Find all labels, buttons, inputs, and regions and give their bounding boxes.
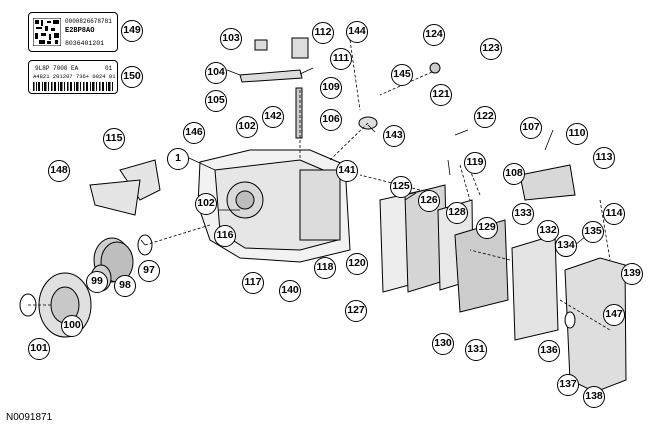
callout-102-b: 102 (236, 116, 258, 138)
shift-rod (295, 87, 303, 139)
callout-134: 134 (555, 235, 577, 257)
callout-135: 135 (582, 221, 604, 243)
callout-129: 129 (476, 217, 498, 239)
callout-146: 146 (183, 122, 205, 144)
callout-116: 116 (214, 225, 236, 247)
callout-149: 149 (121, 20, 143, 42)
callout-132: 132 (537, 220, 559, 242)
callout-141: 141 (336, 160, 358, 182)
label-149-line3: 8036401201 (65, 40, 105, 47)
label-150-line3: A4821 201207 736+ 0024 01 (33, 73, 116, 80)
callout-118: 118 (314, 257, 336, 279)
callout-101: 101 (28, 338, 50, 360)
callout-99: 99 (86, 271, 108, 293)
label-149-line2: E2BP8AO (65, 27, 95, 35)
callout-120: 120 (346, 253, 368, 275)
bracket-148 (89, 179, 141, 216)
callout-142: 142 (262, 106, 284, 128)
label-150: 9L8P 7000 EA 01 A4821 201207 736+ 0024 0… (28, 60, 118, 94)
cover-seal (564, 311, 576, 329)
callout-130: 130 (432, 333, 454, 355)
callout-127: 127 (345, 300, 367, 322)
cooler-line-assembly (519, 164, 576, 201)
callout-138: 138 (583, 386, 605, 408)
callout-140: 140 (279, 280, 301, 302)
callout-105: 105 (205, 90, 227, 112)
callout-100: 100 (61, 315, 83, 337)
callout-98: 98 (114, 275, 136, 297)
callout-131: 131 (465, 339, 487, 361)
callout-114: 114 (603, 203, 625, 225)
callout-119: 119 (464, 152, 486, 174)
callout-108: 108 (503, 163, 525, 185)
barcode-2d (33, 18, 61, 46)
callout-97: 97 (138, 260, 160, 282)
callout-147: 147 (603, 304, 625, 326)
tcm-module (511, 234, 559, 341)
callout-106: 106 (320, 109, 342, 131)
barcode-1d (33, 82, 113, 91)
label-149: 0000826678781 E2BP8AO 8036401201 (28, 12, 118, 52)
callout-143: 143 (383, 125, 405, 147)
callout-115: 115 (103, 128, 125, 150)
callout-124: 124 (423, 24, 445, 46)
shift-lever (239, 69, 303, 83)
callout-109: 109 (320, 77, 342, 99)
label-150-line1: 9L8P 7000 EA (35, 65, 79, 72)
callout-111: 111 (330, 48, 352, 70)
callout-103: 103 (220, 28, 242, 50)
callout-128: 128 (446, 202, 468, 224)
callout-110: 110 (566, 123, 588, 145)
callout-102-a: 102 (195, 193, 217, 215)
callout-150: 150 (121, 66, 143, 88)
callout-121: 121 (430, 84, 452, 106)
callout-136: 136 (538, 340, 560, 362)
callout-137: 137 (557, 374, 579, 396)
callout-112: 112 (312, 22, 334, 44)
label-150-line2: 01 (105, 65, 113, 72)
callout-123: 123 (480, 38, 502, 60)
callout-148: 148 (48, 160, 70, 182)
callout-1: 1 (167, 148, 189, 170)
callout-139: 139 (621, 263, 643, 285)
speed-sensor (291, 37, 309, 59)
switch-124 (429, 62, 441, 74)
callout-133: 133 (512, 203, 534, 225)
label-149-line1: 0000826678781 (65, 18, 112, 25)
callout-107: 107 (520, 117, 542, 139)
callout-104: 104 (205, 62, 227, 84)
figure-reference-code: N0091871 (6, 412, 53, 423)
callout-126: 126 (418, 190, 440, 212)
callout-122: 122 (474, 106, 496, 128)
callout-125: 125 (390, 176, 412, 198)
callout-145: 145 (391, 64, 413, 86)
callout-117: 117 (242, 272, 264, 294)
bracket-103 (254, 39, 268, 51)
callout-113: 113 (593, 147, 615, 169)
callout-144: 144 (346, 21, 368, 43)
